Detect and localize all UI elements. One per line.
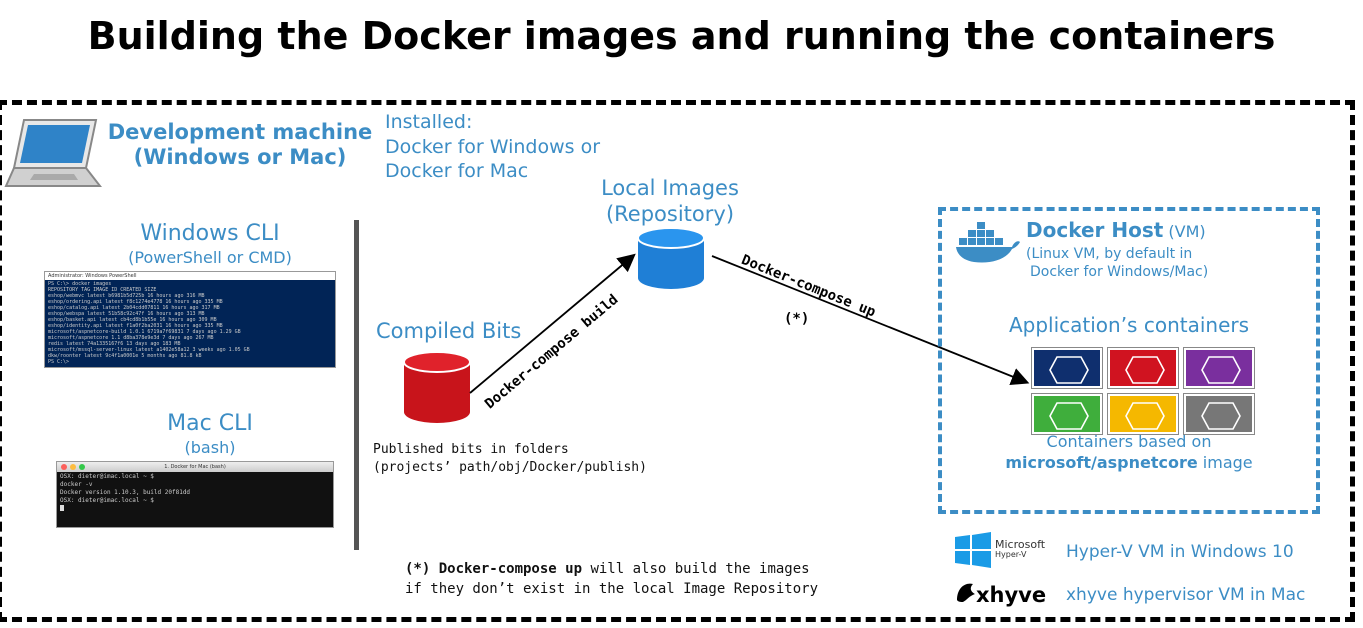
docker-host-title-rest: (VM) (1163, 222, 1206, 241)
installed-line3: Docker for Mac (385, 160, 529, 183)
cursor-icon (60, 505, 64, 511)
container-box (1031, 347, 1103, 389)
local-images-label-line2: (Repository) (605, 202, 735, 227)
containers-grid (1031, 347, 1255, 435)
powershell-line: microsoft/mssql-server-linux latest a140… (48, 347, 250, 353)
hexagon-icon (1125, 402, 1165, 430)
mac-terminal-line: docker -v (60, 481, 93, 488)
container-box (1107, 393, 1179, 435)
windows-logo-icon (955, 532, 991, 568)
containers-caption: Containers based on microsoft/aspnetcore… (942, 432, 1316, 474)
footnote: (*) Docker-compose up will also build th… (405, 559, 818, 600)
build-arrow (469, 253, 636, 394)
footnote-bold: Docker-compose up (438, 561, 583, 577)
docker-whale-icon (956, 222, 1020, 263)
compiled-bits-caption: Published bits in folders (projects’ pat… (373, 441, 647, 476)
local-images-cylinder-icon (637, 227, 705, 289)
containers-caption-rest: image (1197, 452, 1253, 472)
containers-caption-bold: microsoft/aspnetcore (1005, 452, 1198, 472)
powershell-titlebar: Administrator: Windows PowerShell (45, 272, 335, 280)
footnote-line1: (*) Docker-compose up will also build th… (405, 559, 818, 579)
mac-terminal-window: 1. Docker for Mac (bash) OSX: dieter@ima… (56, 461, 334, 528)
powershell-line: PS C:\> (48, 359, 70, 365)
docker-host-title: Docker Host (VM) (1026, 218, 1206, 242)
powershell-line: microsoft/aspnetcore 1.1 d8ba378e9e3d 7 … (48, 335, 214, 341)
hexagon-icon (1125, 356, 1165, 384)
close-dot-icon (61, 464, 67, 470)
powershell-line: eshop/ordering.api latest f8c1274e4778 1… (48, 299, 223, 305)
containers-caption-line1: Containers based on (1046, 432, 1212, 451)
maximize-dot-icon (79, 464, 85, 470)
powershell-line: dkw/roonter latest 9c4f1a0001e 5 months … (48, 353, 202, 359)
minimize-dot-icon (70, 464, 76, 470)
mac-terminal-line (60, 505, 330, 514)
container-box (1031, 393, 1103, 435)
docker-host-frame (938, 207, 1320, 514)
powershell-line: eshop/basket.api latest cb4cd8b1b55e 16 … (48, 317, 217, 323)
laptop-icon (4, 119, 102, 187)
up-arrow-note: (*) (784, 311, 810, 327)
footnote-prefix: (*) (405, 561, 439, 577)
hyperv-logo-line2: Hyper-V (995, 550, 1027, 560)
mac-cli-title: Mac CLI (167, 411, 253, 436)
docker-host-desc-line2: Docker for Windows/Mac) (1030, 264, 1209, 281)
powershell-line: eshop/webmvc latest b6981b5d725b 16 hour… (48, 293, 205, 299)
powershell-line: PS C:\> docker images (48, 281, 112, 287)
mac-terminal-line: OSX: dieter@imac.local ~ $ (60, 497, 154, 504)
docker-host-desc: (Linux VM, by default in Docker for Wind… (1026, 245, 1208, 281)
compiled-bits-caption-line2: (projects’ path/obj/Docker/publish) (373, 459, 647, 475)
mac-terminal-line: OSX: dieter@imac.local ~ $ (60, 473, 154, 480)
dev-machine-title: Development machine (Windows or Mac) (100, 120, 380, 170)
xhyve-label: xhyve hypervisor VM in Mac (1066, 585, 1306, 605)
dev-machine-title-line1: Development machine (107, 120, 373, 144)
hexagon-icon (1201, 402, 1241, 430)
windows-cli-subtitle: (PowerShell or CMD) (128, 248, 292, 267)
hyperv-logo-line1: Microsoft (995, 538, 1046, 551)
mac-terminal-title: 1. Docker for Mac (bash) (164, 464, 226, 470)
powershell-line: REPOSITORY TAG IMAGE ID CREATED SIZE (48, 287, 157, 293)
local-images-label-line1: Local Images (601, 176, 739, 200)
hexagon-icon (1049, 356, 1089, 384)
diagram-title: Building the Docker images and running t… (87, 14, 1276, 58)
powershell-line: redis latest 74a1335167f6 13 days ago 18… (48, 341, 181, 347)
container-box (1107, 347, 1179, 389)
footnote-line2: if they don’t exist in the local Image R… (405, 581, 819, 598)
xhyve-logo-icon (957, 583, 975, 602)
compiled-bits-caption-line1: Published bits in folders (373, 442, 569, 457)
xhyve-logo-text: xhyve (976, 583, 1047, 607)
powershell-line: eshop/identity.api latest f1a0f2ba2031 1… (48, 323, 223, 329)
hexagon-icon (1201, 356, 1241, 384)
windows-cli-title: Windows CLI (140, 221, 280, 246)
vertical-divider (354, 220, 359, 550)
installed-line1: Installed: (385, 111, 473, 133)
application-containers-title: Application’s containers (1008, 313, 1250, 337)
powershell-line: eshop/catalog.api latest 2b04cdd07811 16… (48, 305, 220, 311)
footnote-line1-rest: will also build the images (582, 561, 810, 577)
up-arrow (711, 255, 1030, 385)
powershell-window: Administrator: Windows PowerShell PS C:\… (44, 271, 336, 368)
container-box (1183, 347, 1255, 389)
development-machine-frame (0, 100, 1355, 622)
container-box (1183, 393, 1255, 435)
installed-note: Installed: Docker for Windows or Docker … (385, 110, 600, 184)
local-images-label: Local Images (Repository) (580, 175, 760, 228)
hexagon-icon (1049, 402, 1089, 430)
hyperv-logo-text: Microsoft Hyper-V (995, 538, 1046, 560)
hyperv-label: Hyper-V VM in Windows 10 (1066, 542, 1294, 562)
dev-machine-title-line2: (Windows or Mac) (133, 145, 347, 170)
docker-host-desc-line1: (Linux VM, by default in (1026, 246, 1193, 262)
mac-terminal-line: Docker version 1.10.3, build 20f81dd (60, 489, 191, 496)
compiled-bits-label: Compiled Bits (376, 319, 522, 343)
mac-cli-subtitle: (bash) (184, 438, 236, 457)
mac-terminal-titlebar: 1. Docker for Mac (bash) (57, 462, 333, 472)
docker-host-title-bold: Docker Host (1026, 218, 1164, 242)
powershell-line: microsoft/aspnetcore-build 1.0.1 6719a7f… (48, 329, 241, 335)
powershell-line: eshop/webspa latest 51b58c92c47f 16 hour… (48, 311, 205, 317)
installed-line2: Docker for Windows or (385, 135, 601, 158)
compiled-bits-cylinder-icon (403, 351, 471, 423)
